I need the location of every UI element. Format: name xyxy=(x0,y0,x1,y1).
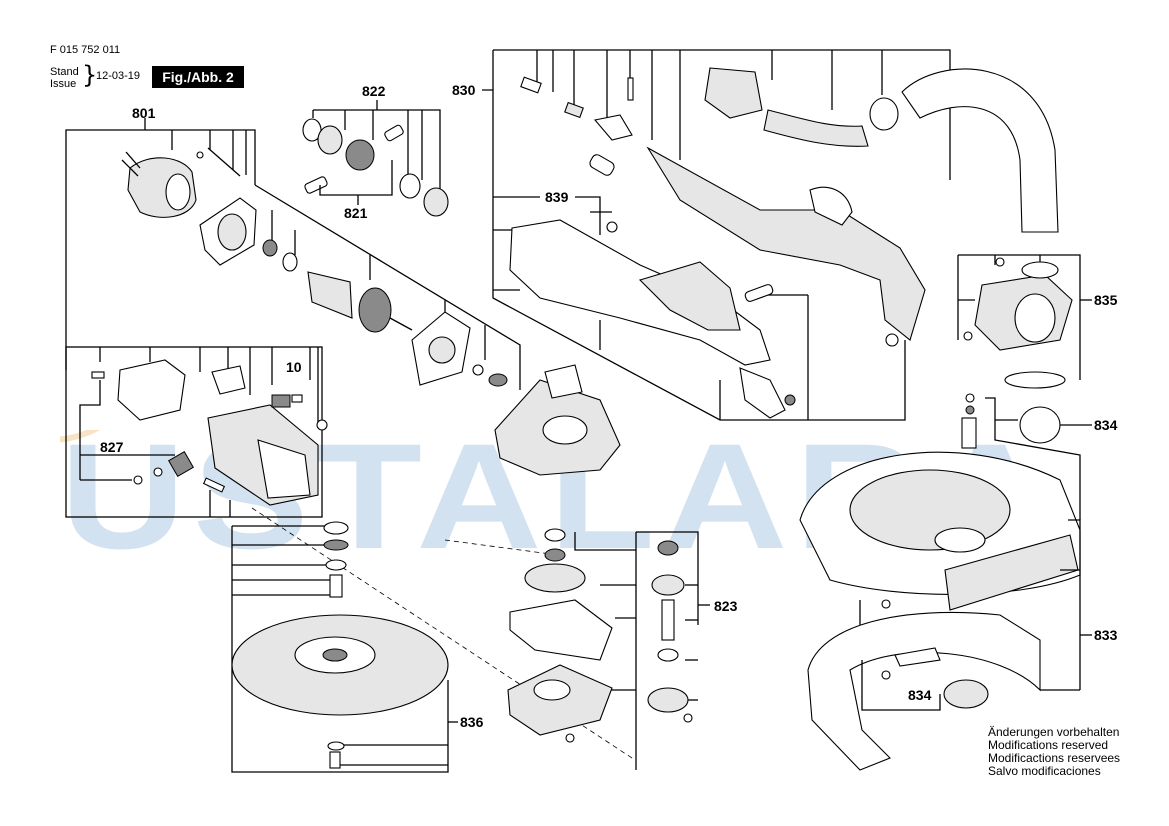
stand-issue-labels: Stand Issue xyxy=(50,66,79,90)
group-822 xyxy=(302,100,449,217)
brace-symbol: } xyxy=(82,61,98,89)
note-en: Modifications reserved xyxy=(988,738,1109,752)
label-834-lower: 834 xyxy=(908,687,932,703)
label-827: 827 xyxy=(100,439,124,455)
note-de: Änderungen vorbehalten xyxy=(988,725,1120,739)
label-830: 830 xyxy=(452,82,476,98)
group-839 xyxy=(493,154,809,420)
wheel-guard xyxy=(799,451,1081,611)
group-834-upper xyxy=(961,393,1092,520)
label-834-upper: 834 xyxy=(1094,417,1118,433)
group-801 xyxy=(65,118,521,390)
group-830 xyxy=(482,49,1059,421)
figure-badge: Fig./Abb. 2 xyxy=(152,66,244,88)
document-number: F 015 752 011 xyxy=(50,44,121,56)
group-827-and-10 xyxy=(65,346,328,518)
group-821 xyxy=(319,160,393,205)
group-833 xyxy=(807,519,1092,771)
modification-notes: Änderungen vorbehalten Modifications res… xyxy=(988,726,1120,778)
label-835: 835 xyxy=(1094,292,1118,308)
group-835 xyxy=(957,254,1092,389)
group-823 xyxy=(507,528,710,770)
label-823: 823 xyxy=(714,598,738,614)
gear-housing xyxy=(251,364,636,761)
label-839: 839 xyxy=(545,189,569,205)
issue-label: Issue xyxy=(50,78,77,90)
label-10: 10 xyxy=(286,359,302,375)
label-836: 836 xyxy=(460,714,484,730)
note-es: Salvo modificaciones xyxy=(988,764,1101,778)
group-836 xyxy=(231,521,458,773)
group-834-lower xyxy=(861,660,941,711)
label-833: 833 xyxy=(1094,627,1118,643)
note-fr: Modificactions reservees xyxy=(988,751,1121,765)
label-801: 801 xyxy=(132,105,156,121)
label-822: 822 xyxy=(362,83,386,99)
stand-label: Stand xyxy=(50,66,79,78)
issue-date: 12-03-19 xyxy=(96,70,141,82)
label-821: 821 xyxy=(344,205,368,221)
